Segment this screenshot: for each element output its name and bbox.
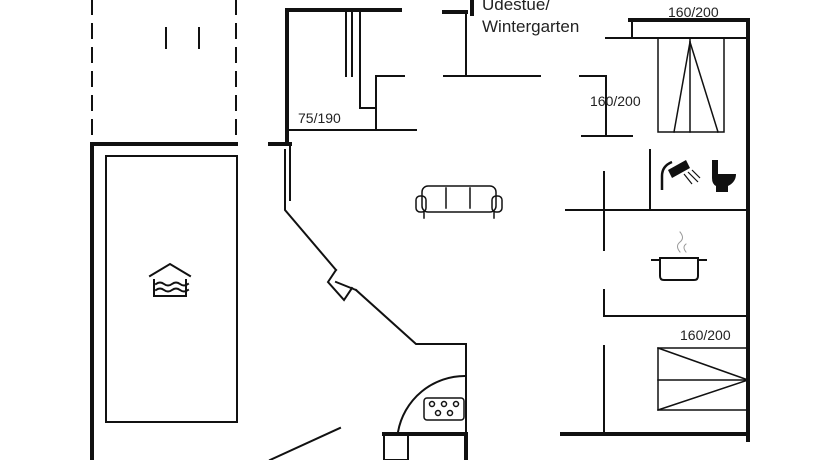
bathroom-icon xyxy=(660,160,736,192)
pool-outline xyxy=(90,142,292,460)
right-lower-walls xyxy=(603,289,749,435)
bed-size-label: 160/200 xyxy=(680,327,731,343)
bedroom-top-walls xyxy=(579,19,749,137)
terrace-dashed-lines xyxy=(91,0,237,141)
bed-size-label: 160/200 xyxy=(590,93,641,109)
udestue-line-2: Wintergarten xyxy=(482,17,580,36)
stove-icon xyxy=(423,397,465,421)
kitchen-icon xyxy=(651,231,707,281)
room-75-190-walls xyxy=(289,11,417,131)
entry-door xyxy=(383,374,468,460)
pool-icon xyxy=(148,262,192,297)
udestue-walls xyxy=(443,13,541,77)
room-label-udestue: Udestue/ Wintergarten xyxy=(482,0,579,38)
sofa-icon xyxy=(415,185,503,219)
diagonal-walls xyxy=(268,144,467,460)
pool-basin xyxy=(105,155,238,423)
bathroom-walls xyxy=(565,149,749,251)
udestue-line-1: Udestue/ xyxy=(482,0,551,14)
terrace-ticks xyxy=(165,27,200,49)
bed-top-right xyxy=(657,37,725,133)
bed-lower-right xyxy=(657,347,749,411)
bed-size-label: 160/200 xyxy=(668,4,719,20)
bed-size-label: 75/190 xyxy=(298,110,341,126)
outer-walls xyxy=(285,0,750,460)
